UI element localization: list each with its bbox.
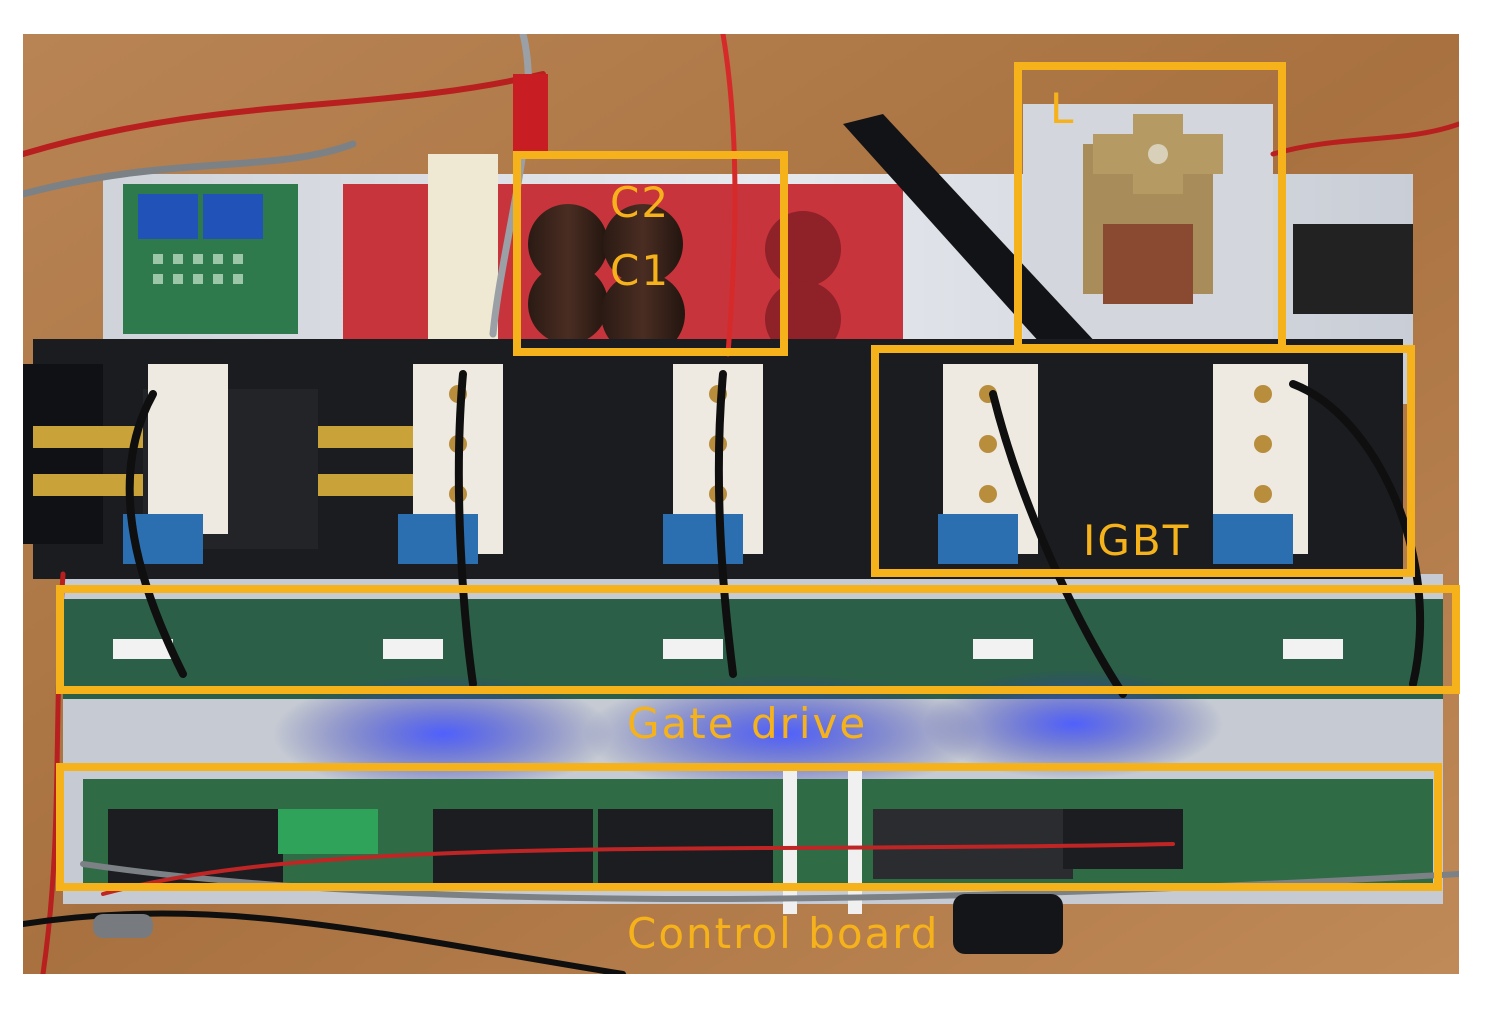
film-capacitor [428,154,498,344]
label-inductor: L [1050,84,1076,133]
label-c2: C2 [610,178,671,227]
terminal-block [1293,224,1413,314]
photo-illustration [23,34,1459,974]
hardware-prototype-photo [23,34,1459,974]
control-board-box [56,763,1442,891]
capacitor-c2 [603,204,683,284]
label-gate-drive: Gate drive [627,699,868,748]
capacitor-bank-box [513,151,788,356]
label-igbt: IGBT [1083,516,1191,565]
capacitor-c1 [601,272,685,356]
label-c1: C1 [610,246,671,295]
igbt-box [871,345,1415,577]
gate-drive-box [56,585,1460,694]
label-control-board: Control board [627,909,940,958]
